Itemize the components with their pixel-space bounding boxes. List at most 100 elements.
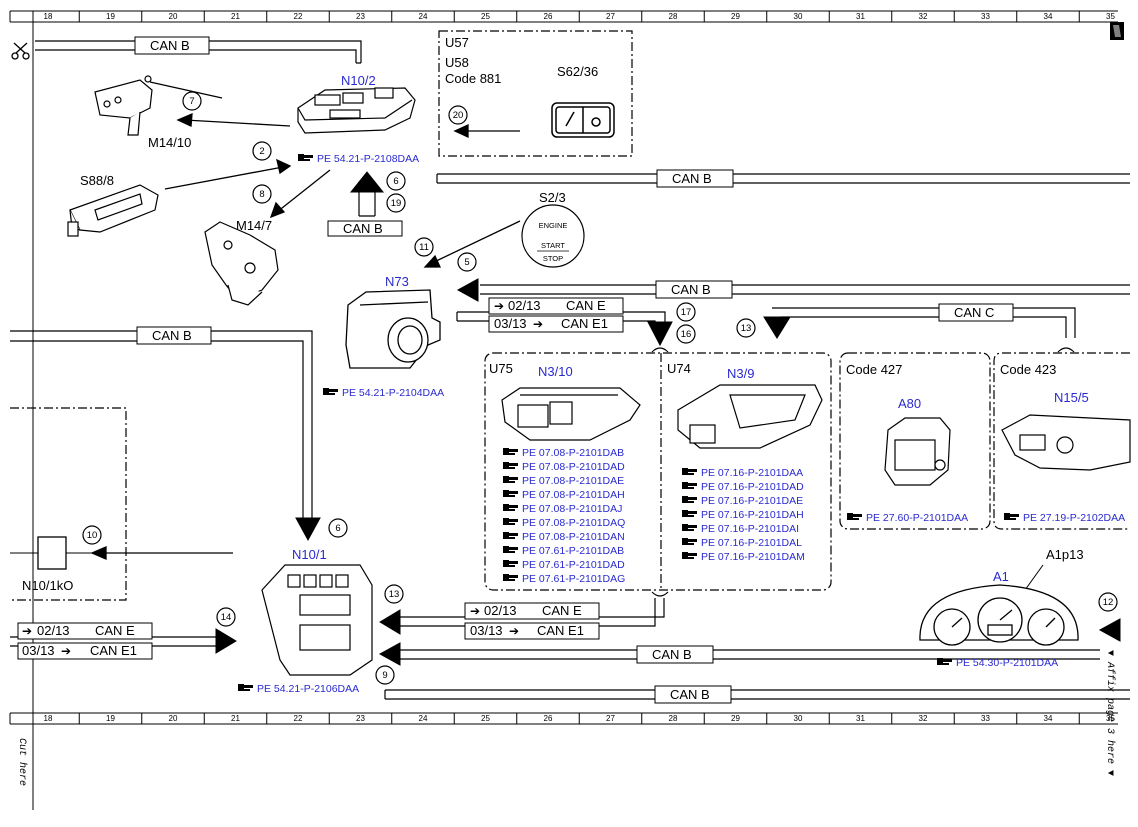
can-e1-label: CAN E1 (561, 316, 608, 331)
pointing-hand-icon (847, 513, 862, 520)
bottom-ruler-number: 27 (606, 714, 615, 723)
a80-label: A80 (898, 396, 921, 411)
n3-9-label: N3/9 (727, 366, 754, 381)
pointing-hand-icon (503, 504, 518, 511)
svg-text:➔: ➔ (509, 624, 519, 638)
can-c-label: CAN C (954, 305, 994, 320)
stop-text: STOP (543, 254, 563, 263)
n3-10-reference: PE 07.08-P-2101DAB (503, 447, 624, 459)
can-b-label: CAN B (672, 171, 712, 186)
s2-3-label: S2/3 (539, 190, 566, 205)
callout-11: 11 (414, 237, 434, 257)
n3-9-reference: PE 07.16-P-2101DAH (682, 509, 804, 521)
a1-instrument-cluster-icon (919, 584, 1079, 646)
code-881-label: Code 881 (445, 71, 501, 86)
svg-text:17: 17 (681, 307, 692, 318)
callout-2: 2 (252, 141, 272, 161)
svg-text:7: 7 (189, 96, 194, 107)
a1-label: A1 (993, 569, 1009, 584)
pointing-hand-icon (682, 538, 697, 545)
bottom-ruler-number: 35 (1106, 714, 1115, 723)
n10-1-label: N10/1 (292, 547, 327, 562)
reference-text: PE 07.16-P-2101DAI (701, 523, 799, 535)
can-b-line-mid-left (10, 330, 313, 518)
pointing-hand-icon (503, 490, 518, 497)
date-to-label: 03/13 (22, 643, 55, 658)
n10-1-sam-module-icon (261, 564, 373, 676)
bottom-ruler-number: 22 (294, 714, 303, 723)
arrow-to-n10-1-can-b (378, 642, 401, 666)
pointing-hand-icon (682, 468, 697, 475)
can-e-label: CAN E (95, 623, 135, 638)
pointing-hand-icon (238, 684, 253, 691)
can-b-line-n73 (480, 284, 1130, 295)
top-ruler-number: 20 (169, 12, 178, 21)
n10-2-label: N10/2 (341, 73, 376, 88)
n3-10-reference: PE 07.08-P-2101DAH (503, 489, 625, 501)
cut-here-text: Cut here (16, 738, 28, 786)
n10-1-reference: PE 54.21-P-2106DAA (238, 683, 359, 695)
bottom-ruler-number: 23 (356, 714, 365, 723)
n3-10-reference: PE 07.08-P-2101DAQ (503, 517, 625, 529)
svg-text:12: 12 (1103, 597, 1114, 608)
pointing-hand-icon (937, 658, 952, 665)
n10-1ko-relay-icon (37, 536, 67, 570)
callout-13: 13 (736, 318, 756, 338)
callout-6: 6 (328, 518, 348, 538)
engine-text: ENGINE (539, 221, 568, 230)
start-text: START (541, 241, 565, 250)
pointing-hand-icon (503, 448, 518, 455)
svg-text:➔: ➔ (61, 644, 71, 658)
callout-7: 7 (182, 91, 202, 111)
n3-9-reference: PE 07.16-P-2101DAA (682, 467, 803, 479)
n15-5-module-icon (1001, 414, 1131, 471)
can-b-label: CAN B (343, 221, 383, 236)
svg-text:20: 20 (453, 110, 464, 121)
can-b-line-vertical-n10-2 (358, 190, 376, 217)
a80-reference: PE 27.60-P-2101DAA (847, 512, 968, 524)
svg-text:9: 9 (382, 670, 387, 681)
bottom-ruler-number: 24 (419, 714, 428, 723)
callout-8: 8 (252, 184, 272, 204)
svg-text:10: 10 (87, 530, 98, 541)
reference-text: PE 07.16-P-2101DAH (701, 509, 804, 521)
u74-label: U74 (667, 361, 691, 376)
reference-text: PE 07.16-P-2101DAE (701, 495, 803, 507)
pointing-hand-icon (503, 476, 518, 483)
n3-9-reference: PE 07.16-P-2101DAD (682, 481, 804, 493)
m14-7-actuator-icon (204, 221, 279, 306)
can-b-label: CAN B (152, 328, 192, 343)
bottom-ruler-number: 20 (169, 714, 178, 723)
top-ruler-number: 19 (106, 12, 115, 21)
n15-5-label: N15/5 (1054, 390, 1089, 405)
arrow-to-n73 (456, 278, 479, 302)
callout-10: 10 (82, 525, 102, 545)
affix-page-text: ▼ Affix page 3 here ▼ (1104, 650, 1116, 776)
svg-text:➔: ➔ (533, 317, 543, 331)
reference-text: PE 27.19-P-2102DAA (1023, 512, 1125, 524)
n3-9-reference: PE 07.16-P-2101DAE (682, 495, 803, 507)
u57-u58-box (438, 30, 633, 157)
callout-5: 5 (457, 252, 477, 272)
bottom-ruler-number: 30 (794, 714, 803, 723)
u75-label: U75 (489, 361, 513, 376)
code-423-label: Code 423 (1000, 362, 1056, 377)
top-ruler-number: 23 (356, 12, 365, 21)
code-427-label: Code 427 (846, 362, 902, 377)
reference-text: PE 07.08-P-2101DAN (522, 531, 625, 543)
n73-ignition-module-icon (345, 289, 441, 369)
bottom-ruler-number: 33 (981, 714, 990, 723)
can-e1-label: CAN E1 (90, 643, 137, 658)
top-ruler-number: 24 (419, 12, 428, 21)
top-ruler-number: 25 (481, 12, 490, 21)
arrow-can-c (763, 316, 791, 339)
bottom-ruler-number: 21 (231, 714, 240, 723)
top-ruler-number: 28 (669, 12, 678, 21)
can-b-label: CAN B (652, 647, 692, 662)
pointing-hand-icon (503, 574, 518, 581)
reference-text: PE 07.16-P-2101DAA (701, 467, 803, 479)
reference-text: PE 07.16-P-2101DAM (701, 551, 805, 563)
s88-8-label: S88/8 (80, 173, 114, 188)
reference-text: PE 07.61-P-2101DAG (522, 573, 625, 585)
n10-1ko-label: N10/1kO (22, 578, 73, 593)
